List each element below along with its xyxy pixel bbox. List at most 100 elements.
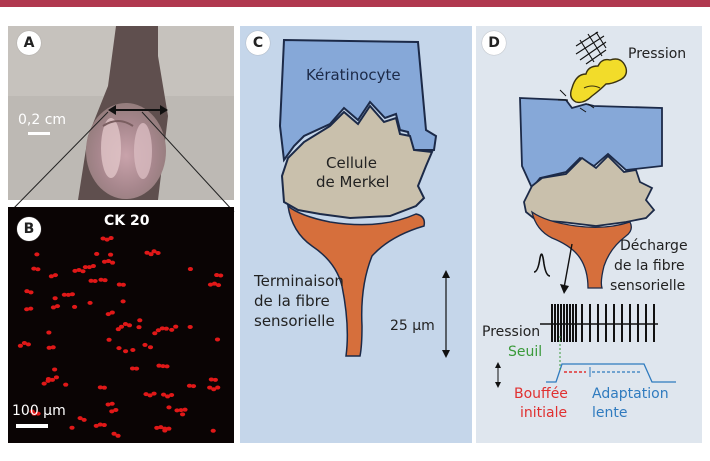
terminal-label-line3: sensorielle [254,312,335,330]
panel-b-title: CK 20 [104,213,150,229]
fluorescent-cell [35,267,41,272]
fluorescent-cell [106,337,112,342]
fluorescent-cell [101,259,108,264]
fluorescent-cell [142,342,148,347]
fluorescent-cell [101,423,107,428]
fluorescent-cell [25,342,32,347]
fluorescent-cell [116,346,122,351]
fluorescent-cell [116,282,122,287]
pressure-label: Pression [628,46,687,62]
fluorescent-cell [218,273,224,278]
fluorescent-cell [164,364,170,369]
merkel-pressure-diagram [495,31,676,388]
keratinocyte-label: Kératinocyte [306,66,401,84]
fluorescent-cell [120,299,126,304]
fluorescent-cell [123,349,129,354]
fluorescent-cell [48,274,55,279]
discharge-line3: sensorielle [610,278,686,294]
fluorescent-cell [81,417,87,422]
panel-b-scale-label: 100 µm [12,403,66,419]
fluorescent-cell [63,382,69,387]
fluorescent-cell [164,394,171,399]
fluorescent-cell [211,387,217,392]
fluorescent-cell [50,305,57,310]
fluorescent-cell [54,304,61,309]
fluorescent-cell [113,407,119,412]
fluorescent-cell [108,236,114,241]
fluorescent-cell [136,325,142,330]
fluorescent-cell [168,393,175,398]
fluorescent-cell [52,273,59,278]
fluorescent-cell [28,290,34,295]
fluorescent-cell [97,385,103,390]
fluorescent-cell [93,423,99,428]
fluorescent-cell [160,364,166,369]
fluorescent-cell [72,268,78,273]
fluorescent-cell [215,283,222,288]
fluorescent-cell [34,252,40,257]
panel-d-response: D Pression Décharge de la fibre sensorie… [476,26,702,443]
fluorescent-cell [21,341,28,346]
fluorescent-cell [41,381,47,386]
fluorescent-cell [88,278,94,283]
adapt-line2: lente [592,405,628,421]
fluorescent-cell [52,367,58,372]
top-accent-bar [0,0,710,7]
fluorescent-cell [151,391,157,396]
trace-pressure-label: Pression [482,324,541,340]
fluorescent-cell [166,405,172,410]
fluorescent-cell [61,292,67,297]
fluorescent-cell [24,289,30,294]
fluorescent-cell [107,252,114,257]
fluorescent-cell [45,378,51,383]
fluorescent-cell [147,345,154,350]
panel-d-letter: D [482,31,506,55]
fluorescent-cell [166,426,172,431]
panel-c-scale-label: 25 µm [390,318,435,334]
fluorescent-cell [137,318,143,323]
fluorescent-cell [120,282,126,287]
fluorescent-cell [111,431,117,436]
fluorescent-cell [31,411,37,416]
fluorescent-cell [159,326,165,331]
fluorescent-cell [31,266,37,271]
panel-b-letter: B [17,217,41,241]
fluorescent-cell [109,260,116,265]
fluorescent-cell [178,408,184,413]
fluorescent-cell [179,412,186,417]
fluorescent-cell [90,264,96,269]
fluorescent-cell [105,259,112,264]
panel-a-scale-label: 0,2 cm [18,112,67,128]
fluorescent-cell [49,377,56,382]
width-measure-arrow [108,105,168,115]
fluorescent-cell [155,328,161,333]
panel-c-schematic: C Kératinocyte Cellule de Merkel Termina… [240,26,472,443]
fluorescent-cell [35,411,41,416]
fluorescent-cell [133,366,140,371]
fluorescent-cell [97,422,103,427]
fluorescent-cell [156,363,162,368]
fluorescent-cell [215,385,221,390]
fluorescent-cell [154,425,160,430]
fluorescent-cell [76,268,82,273]
fluorescent-cell [92,278,98,283]
fluorescent-cell [101,385,107,390]
fluorescent-cell [69,425,75,430]
fluorescent-cell [115,433,121,438]
fluorescent-cell [109,401,115,406]
fluorescent-cell [109,310,115,315]
fluorescent-cell [182,407,188,412]
fluorescent-cell [102,278,108,283]
fluorescent-cell [162,428,168,433]
merkel-label-line1: Cellule [326,154,377,172]
fluorescent-cell [87,300,93,305]
fluorescent-cell [147,393,153,398]
discharge-line1: Décharge [620,238,688,254]
merkel-complex-diagram [278,38,450,358]
fluorescent-cell [212,377,218,382]
fluorescent-cell [122,322,129,327]
burst-line1: Bouffée [514,386,568,402]
hand-icon [569,58,628,104]
fluorescent-cell [100,236,106,241]
